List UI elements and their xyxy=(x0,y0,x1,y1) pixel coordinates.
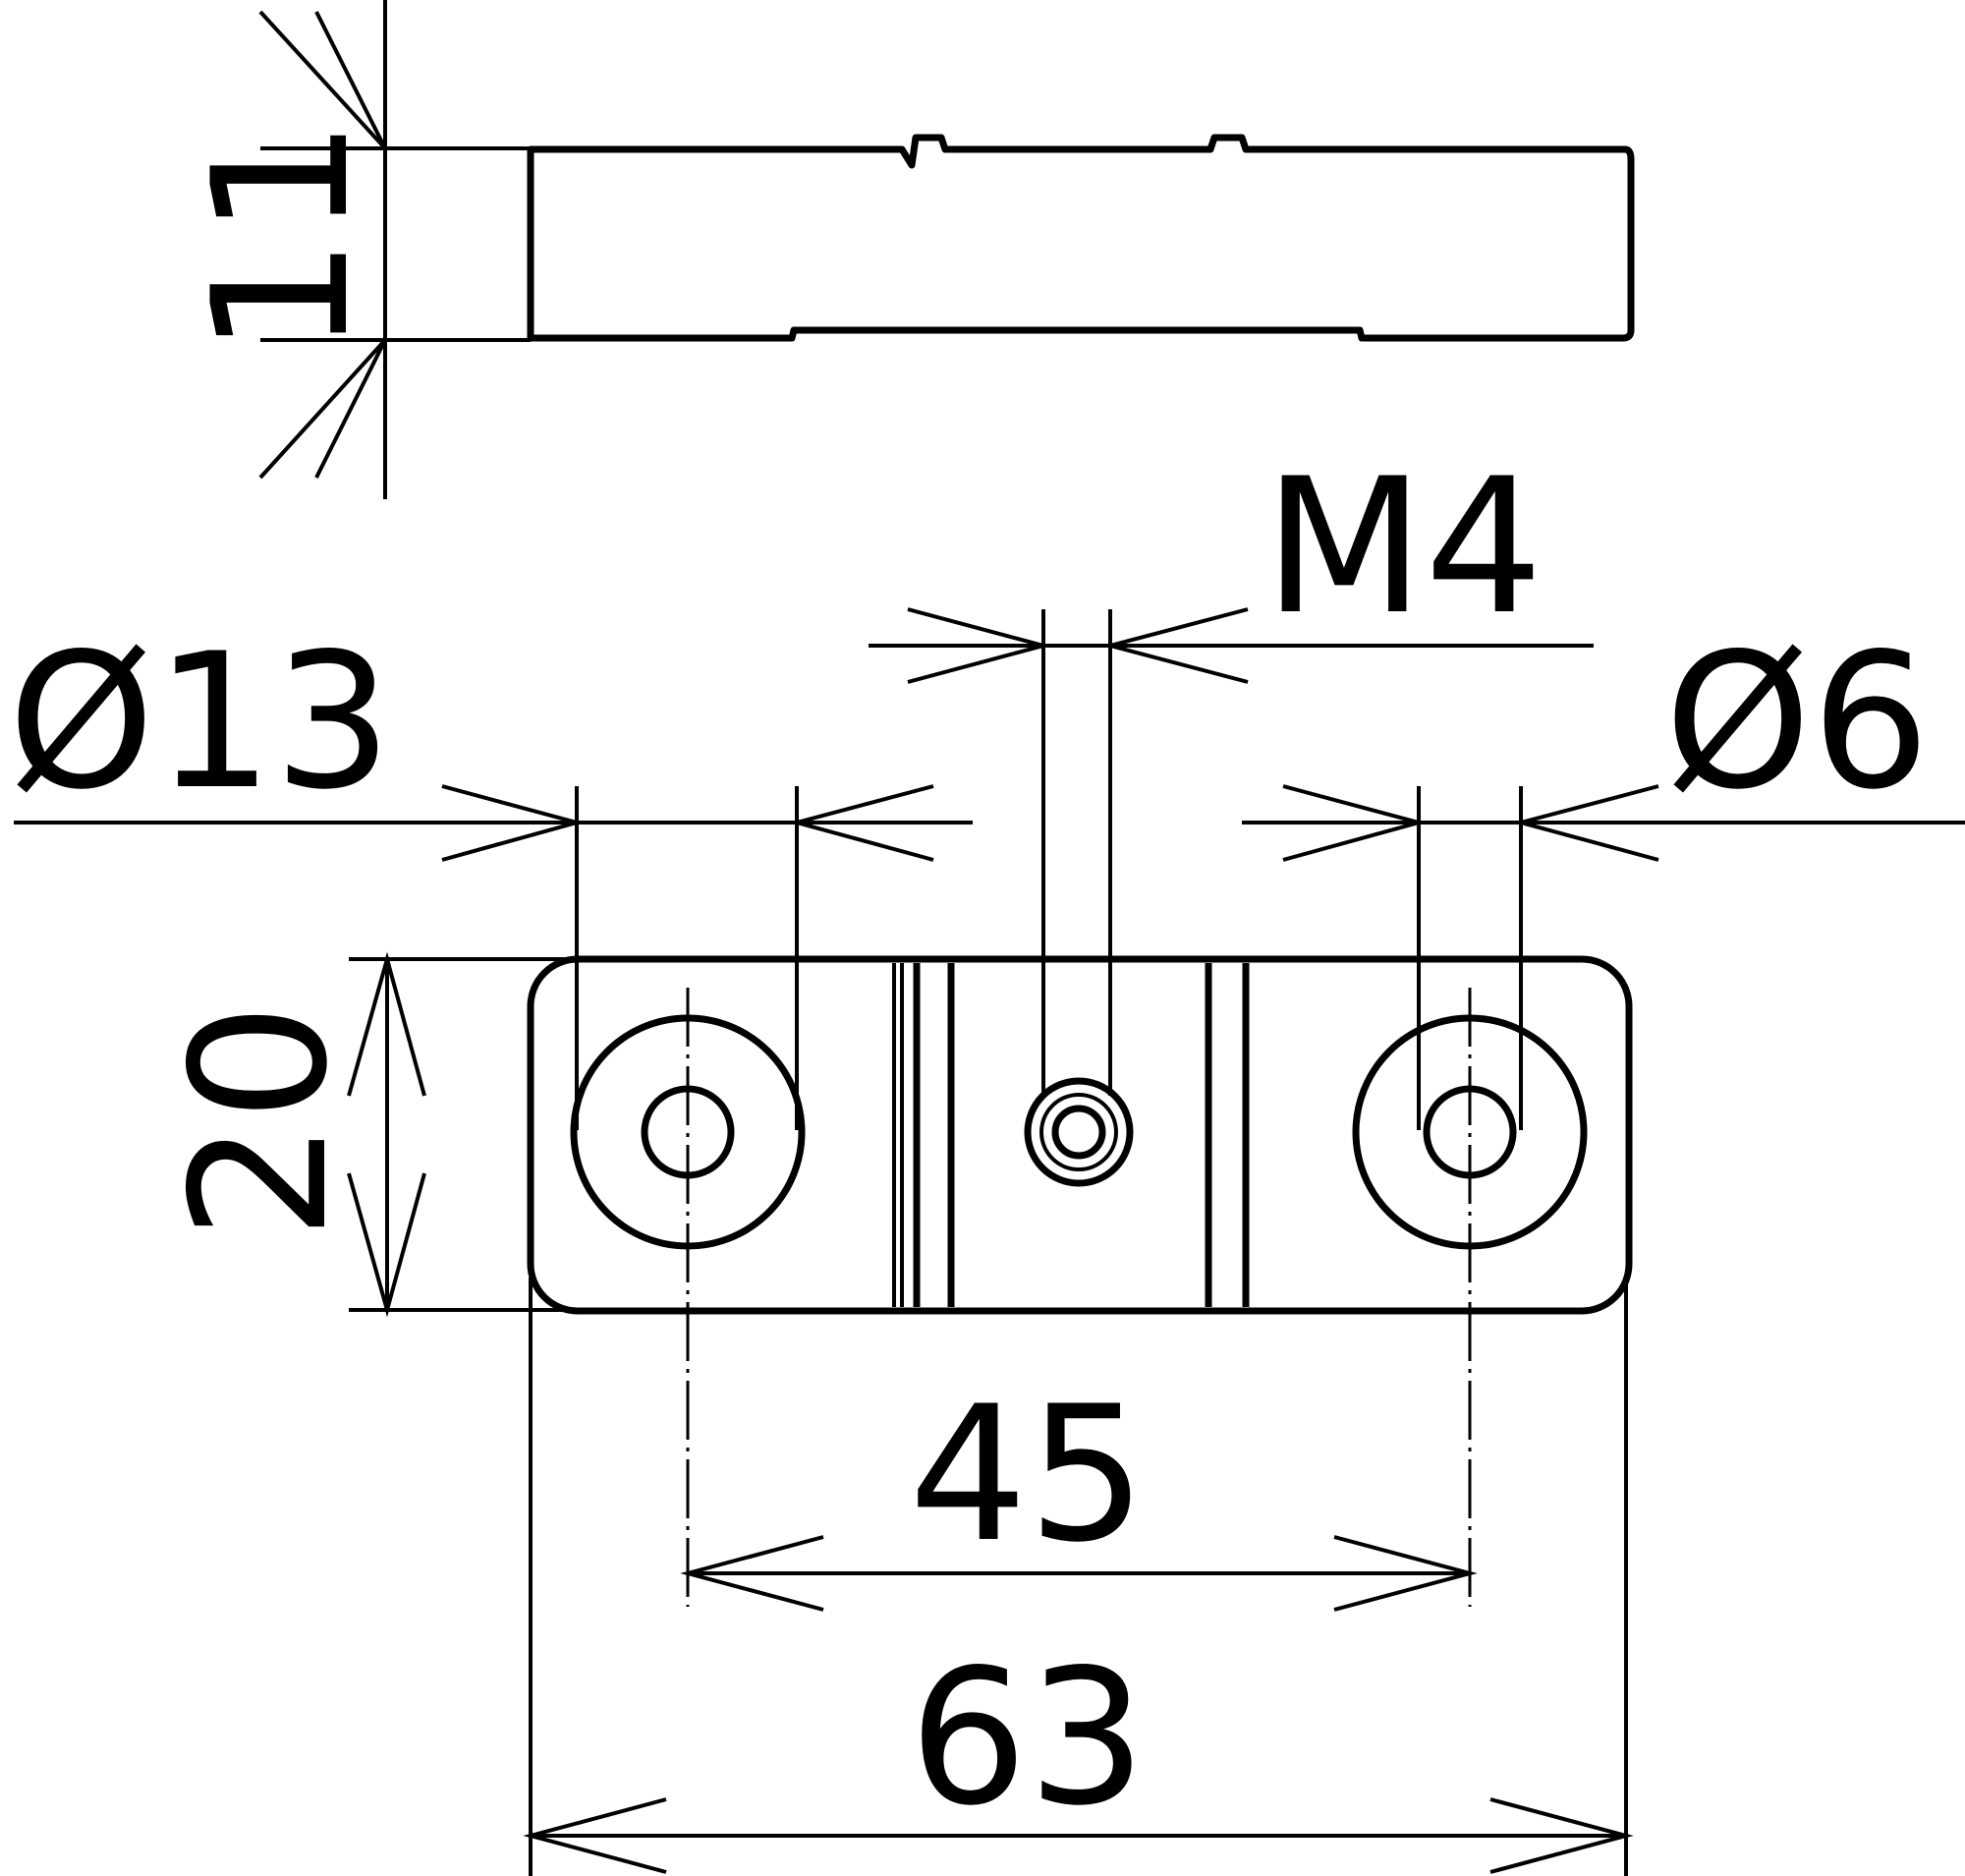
dimension-diameter-13: Ø13 xyxy=(8,613,973,1130)
plate-outline xyxy=(527,955,1633,1315)
arrow-right-icon xyxy=(907,607,1051,684)
arrow-left-icon xyxy=(1513,784,1659,862)
arrow-up-icon xyxy=(347,951,426,1097)
arrow-right-icon xyxy=(1489,1797,1634,1874)
dimension-length-63: 63 xyxy=(523,1278,1634,1876)
arrow-left-icon xyxy=(789,784,934,862)
diameter-13-label: Ø13 xyxy=(8,613,392,830)
thickness-label: 11 xyxy=(173,118,390,356)
arrow-left-icon xyxy=(1102,607,1249,684)
arrow-right-icon xyxy=(1282,784,1427,862)
thread-hole-outer-circle xyxy=(1024,1077,1134,1187)
thread-hole-mid-circle xyxy=(1039,1093,1118,1171)
arrow-left-icon xyxy=(680,1535,824,1612)
top-view xyxy=(527,955,1633,1607)
thread-hole-inner-circle xyxy=(1051,1105,1106,1160)
arrow-right-icon xyxy=(441,784,585,862)
diameter-6-label: Ø6 xyxy=(1664,613,1930,830)
side-view: 11 xyxy=(173,0,1635,499)
dimension-thread-m4: M4 xyxy=(869,438,1594,1096)
side-view-outline xyxy=(527,134,1635,342)
arrow-up-icon xyxy=(258,338,387,480)
spacing-45-label: 45 xyxy=(909,1366,1147,1583)
arrow-right-icon xyxy=(1333,1535,1478,1612)
arrow-left-icon xyxy=(523,1797,667,1874)
thread-m4-label: M4 xyxy=(1263,438,1544,655)
dimension-spacing-45: 45 xyxy=(680,1366,1478,1612)
dimension-width-20: 20 xyxy=(151,951,570,1318)
arrow-down-icon xyxy=(258,10,387,150)
length-63-label: 63 xyxy=(909,1629,1147,1847)
arrow-down-icon xyxy=(347,1172,426,1318)
dimension-diameter-6: Ø6 xyxy=(1242,613,1965,1130)
width-20-label: 20 xyxy=(151,1002,368,1240)
